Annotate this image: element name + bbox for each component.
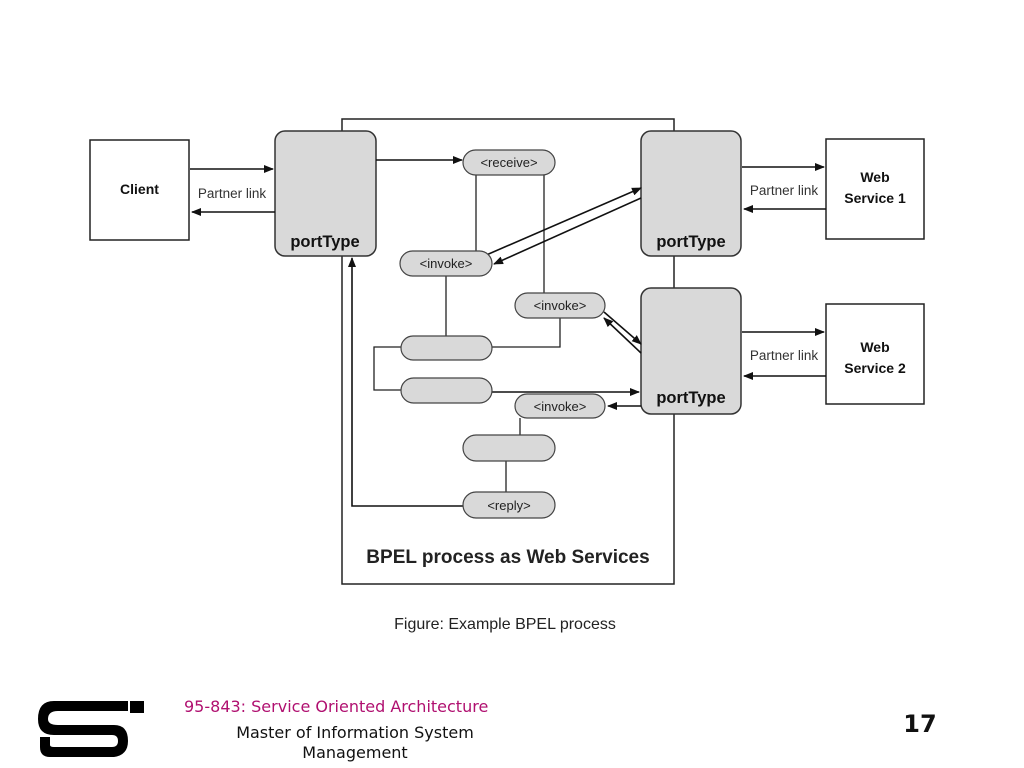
activity-pill-b <box>400 377 493 404</box>
receive-activity-label: <receive> <box>480 155 537 170</box>
activity-pill-a <box>400 335 493 361</box>
invoke-activity-1-label: <invoke> <box>420 256 473 271</box>
ws1-porttype-to-invoke1-arrow <box>493 197 642 265</box>
porttype-ws1-label: portType <box>656 233 725 251</box>
partner-link-client-label: Partner link <box>198 186 267 201</box>
carnegie-mellon-heinz-logo-icon <box>38 701 144 757</box>
web-service-2-label-line2: Service 2 <box>844 360 906 376</box>
invoke-activity-2 <box>514 292 606 319</box>
invoke-activity-1 <box>399 250 493 277</box>
partner-link-ws1-label: Partner link <box>750 183 819 198</box>
activity-pill-c <box>462 434 556 462</box>
pill-a-to-pill-b-loop <box>373 346 401 391</box>
porttype-ws2 <box>640 287 742 415</box>
reply-activity <box>462 491 556 519</box>
porttype-ws2-label: portType <box>656 389 725 407</box>
web-service-1-box <box>825 138 925 240</box>
porttype-client-label: portType <box>290 233 359 251</box>
page-number: 17 <box>903 710 937 738</box>
reply-activity-label: <reply> <box>487 498 530 513</box>
web-service-2-label-line1: Web <box>860 339 889 355</box>
program-name: Master of Information System Management <box>236 723 474 762</box>
ws2-porttype-to-invoke2-arrow <box>603 317 642 354</box>
client-label: Client <box>120 181 159 197</box>
invoke-activity-3-label: <invoke> <box>534 399 587 414</box>
invoke1-to-ws1-porttype-arrow <box>483 187 642 257</box>
invoke2-to-pill-a-line <box>492 318 561 348</box>
porttype-client <box>274 130 377 257</box>
figure-caption: Figure: Example BPEL process <box>394 616 616 633</box>
client-box <box>89 139 190 241</box>
receive-activity <box>462 149 556 176</box>
web-service-1-label-line2: Service 1 <box>844 190 906 206</box>
reply-to-porttype-arrow <box>348 257 464 507</box>
partner-link-ws2-label: Partner link <box>750 348 819 363</box>
web-service-2-box <box>825 303 925 405</box>
invoke-activity-2-label: <invoke> <box>534 298 587 313</box>
invoke-activity-3 <box>514 393 606 419</box>
course-title: 95-843: Service Oriented Architecture <box>184 697 489 716</box>
process-title: BPEL process as Web Services <box>366 547 649 568</box>
web-service-1-label-line1: Web <box>860 169 889 185</box>
